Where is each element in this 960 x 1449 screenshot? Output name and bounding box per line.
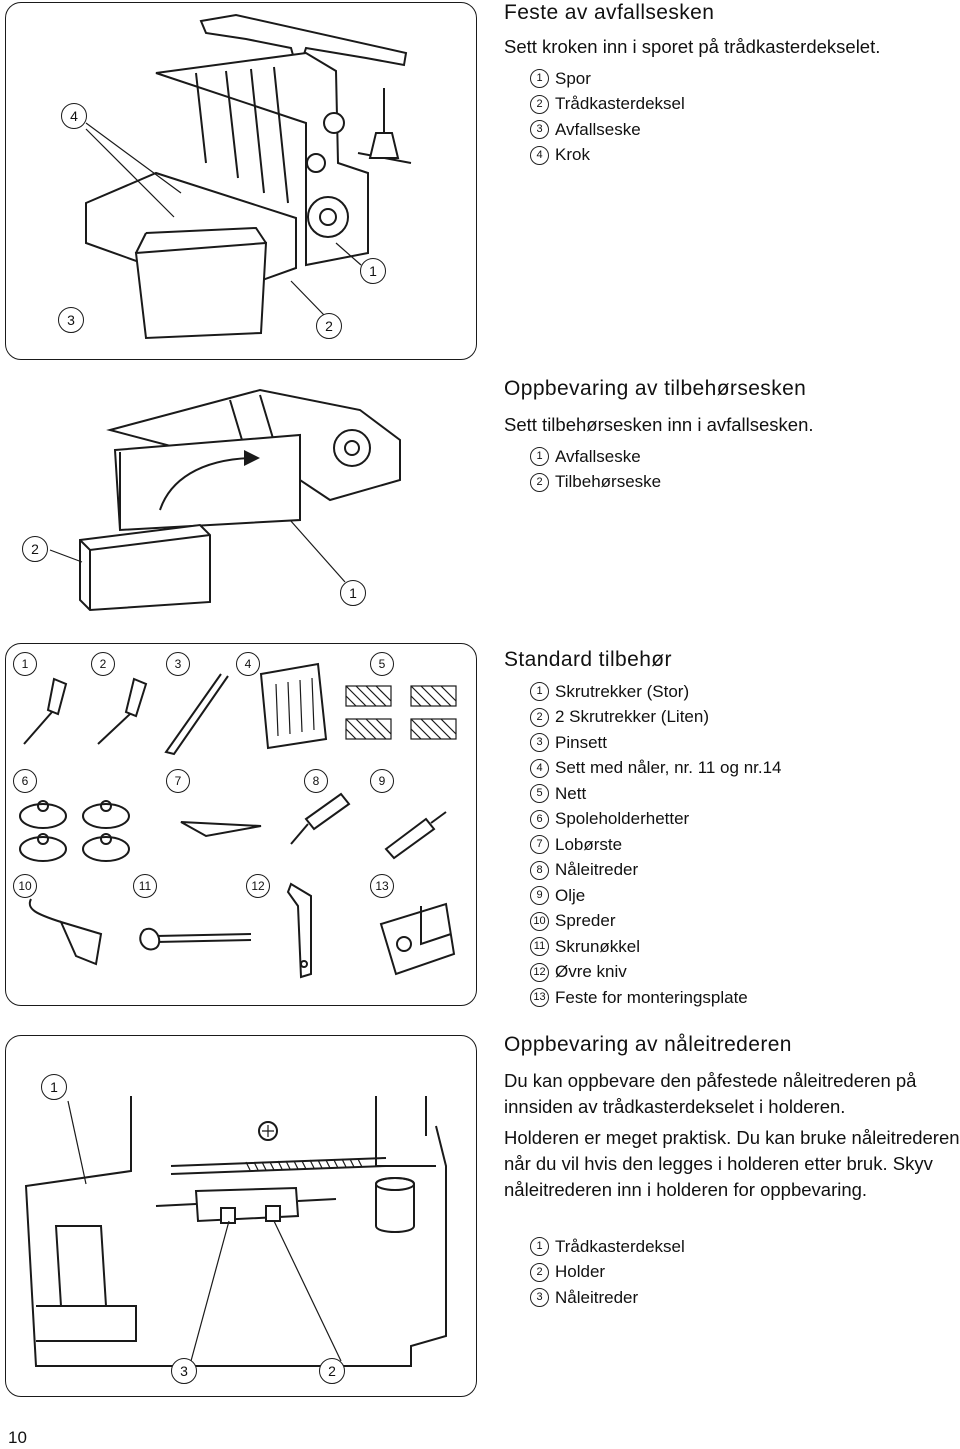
callout-1: 1 <box>340 580 366 606</box>
callout-10: 10 <box>13 874 37 898</box>
page-number: 10 <box>8 1428 27 1447</box>
figure-waste-box-attach: 4 1 3 2 <box>5 2 477 360</box>
callout-4: 4 <box>236 652 260 676</box>
callout-1: 1 <box>13 652 37 676</box>
figure-threader-holder: 1 3 2 <box>5 1035 477 1397</box>
callout-1: 1 <box>41 1074 67 1100</box>
thread-cover-illustration <box>24 1096 447 1367</box>
section3-title: Standard tilbehør <box>504 648 672 671</box>
callout-1: 1 <box>360 258 386 284</box>
section2-title: Oppbevaring av tilbehørsesken <box>504 377 807 400</box>
callout-7: 7 <box>166 769 190 793</box>
section4-para2: Holderen er meget praktisk. Du kan bruke… <box>504 1127 960 1200</box>
section1-title: Feste av avfallsesken <box>504 1 715 24</box>
callout-2: 2 <box>316 313 342 339</box>
figure-accessories: 1 2 3 4 5 6 7 8 9 10 11 12 13 <box>5 643 477 1006</box>
section4-para1: Du kan oppbevare den påfestede nåleitred… <box>504 1070 917 1117</box>
section4-title: Oppbevaring av nåleitrederen <box>504 1033 792 1056</box>
callout-2: 2 <box>91 652 115 676</box>
callout-5: 5 <box>370 652 394 676</box>
callout-4: 4 <box>61 103 87 129</box>
callout-13: 13 <box>370 874 394 898</box>
section2-text: Sett tilbehørsesken inn i avfallsesken. <box>504 414 814 435</box>
accessory-box-illustration <box>49 388 401 612</box>
callout-2: 2 <box>319 1358 345 1384</box>
callout-3: 3 <box>171 1358 197 1384</box>
callout-11: 11 <box>133 874 157 898</box>
serger-machine-illustration <box>85 13 412 340</box>
accessories-illustration <box>19 662 457 979</box>
callout-12: 12 <box>246 874 270 898</box>
section1-text: Sett kroken inn i sporet på trådkasterde… <box>504 36 881 57</box>
callout-8: 8 <box>304 769 328 793</box>
callout-9: 9 <box>370 769 394 793</box>
callout-3: 3 <box>58 307 84 333</box>
callout-3: 3 <box>166 652 190 676</box>
callout-2: 2 <box>22 536 48 562</box>
callout-6: 6 <box>13 769 37 793</box>
